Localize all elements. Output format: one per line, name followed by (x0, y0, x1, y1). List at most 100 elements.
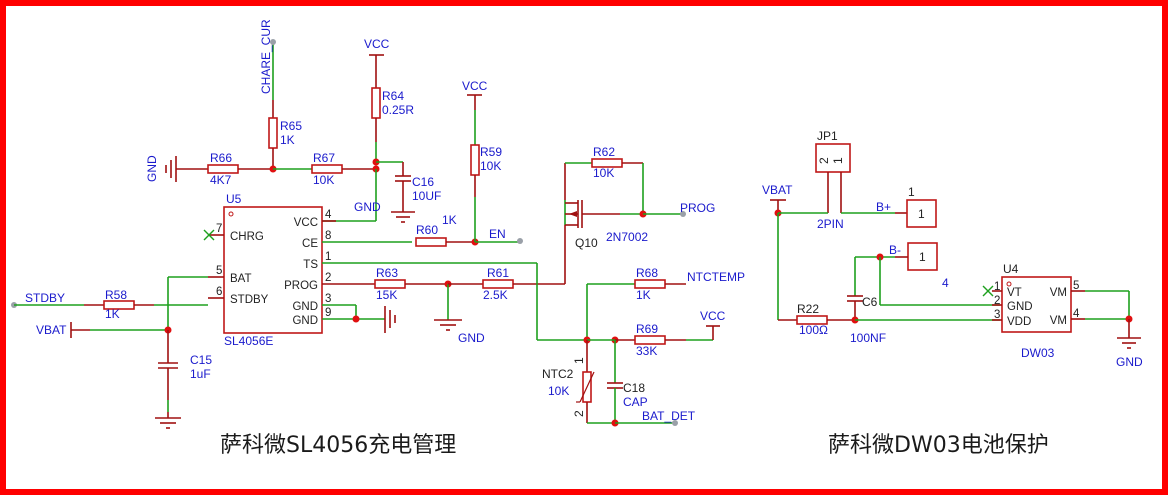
capacitor-C15: C15 1uF (155, 330, 212, 429)
pin-name: VM (1050, 315, 1067, 327)
R62-ref: R62 (593, 145, 615, 159)
U4-ref: U4 (1003, 262, 1019, 276)
R59-value: 10K (480, 159, 501, 173)
pin-name: PROG (284, 280, 318, 292)
R65-ref: R65 (280, 119, 302, 133)
en-label: EN (489, 227, 506, 241)
R66-ref: R66 (210, 151, 232, 165)
R67-value: 10K (313, 173, 334, 187)
pin-name: VDD (1007, 316, 1031, 328)
pin-name: GND (292, 315, 318, 327)
gnd-symbol-left: GND (145, 155, 208, 182)
pin-name: BAT (230, 273, 252, 285)
R60-value: 1K (442, 213, 457, 227)
C18-value: CAP (623, 395, 648, 409)
pin-name: STDBY (230, 294, 269, 306)
en-port[interactable] (517, 238, 523, 244)
vbat-symbol-left: VBAT (36, 322, 168, 338)
resistor-R60: R60 1K (415, 213, 475, 247)
bminus-ref: 4 (942, 276, 949, 290)
R69-value: 33K (636, 344, 657, 358)
bplus-ref: 1 (908, 185, 915, 199)
pin-name: GND (1007, 301, 1033, 313)
no-connect-icon (982, 285, 994, 297)
resistor-R62: R62 10K (591, 145, 644, 214)
pin-num: 9 (325, 307, 331, 319)
stdby-label: STDBY (25, 291, 65, 305)
JP1-value: 2PIN (817, 217, 844, 231)
resistor-R63: R63 15K (374, 266, 448, 302)
pin-num: 5 (216, 265, 222, 277)
R64-value: 0.25R (382, 103, 414, 117)
resistor-R59: R59 10K (470, 144, 502, 242)
pin-num: 5 (1073, 280, 1079, 292)
bplus-pin: 1 (918, 207, 925, 221)
NTC2-value: 10K (548, 384, 569, 398)
pin-num: 8 (325, 230, 331, 242)
pin-num: 1 (994, 281, 1000, 293)
vcc-label-3: VCC (700, 309, 726, 323)
R61-ref: R61 (487, 266, 509, 280)
NTC2-pin1: 1 (572, 357, 586, 364)
R63-ref: R63 (376, 266, 398, 280)
pin-name: GND (292, 301, 318, 313)
bminus-pin: 1 (919, 250, 926, 264)
JP1-pin1: 1 (831, 157, 845, 164)
capacitor-C18: C18 CAP (607, 340, 648, 423)
JP1-ref: JP1 (817, 129, 838, 143)
connector-bplus[interactable]: 1 1 (906, 185, 937, 228)
gnd-label-left: GND (145, 155, 159, 182)
connector-JP1[interactable]: 2 1 JP1 2PIN (815, 129, 851, 231)
gnd-label-u4: GND (1116, 355, 1143, 369)
C18-ref: C18 (623, 381, 645, 395)
capacitor-C16: C16 10UF (376, 161, 441, 223)
pin-name: VM (1050, 287, 1067, 299)
gnd-symbol-r63: GND (434, 284, 485, 345)
pin-num: 2 (325, 272, 331, 284)
C15-value: 1uF (190, 367, 211, 381)
R69-ref: R69 (636, 322, 658, 336)
pin-num: 3 (325, 293, 331, 305)
junction (352, 315, 360, 323)
pin-num: 7 (216, 223, 222, 235)
R58-ref: R58 (105, 288, 127, 302)
ntctemp-label: NTCTEMP (687, 270, 745, 284)
NTC2-pin2: 2 (572, 410, 586, 417)
vbat-label-right: VBAT (762, 183, 793, 197)
gnd-label-vcc: GND (354, 200, 381, 214)
R58-value: 1K (105, 307, 120, 321)
R66-value: 4K7 (210, 173, 232, 187)
R63-value: 15K (376, 288, 397, 302)
pin-num: 2 (994, 295, 1000, 307)
R65-value: 1K (280, 133, 295, 147)
prog-port[interactable] (680, 211, 686, 217)
vbat-symbol-right: VBAT (762, 183, 793, 213)
capacitor-C6: C6 100NF (847, 295, 886, 345)
pin-name: CHRG (230, 231, 264, 243)
ic-U4[interactable]: U4 DW03 1 VT 2 GND 3 VDD 5 VM 4 VM (992, 262, 1085, 360)
bat-det-port[interactable] (672, 420, 678, 426)
vbat-label-left: VBAT (36, 323, 67, 337)
bat-det-label: BAT_DET (642, 409, 696, 423)
chare-cur-port[interactable] (270, 39, 276, 45)
resistor-R64: R64 0.25R (371, 87, 414, 162)
R68-value: 1K (636, 288, 651, 302)
pin-num: 1 (325, 251, 331, 263)
title-sl4056: 萨科微SL4056充电管理 (220, 433, 456, 458)
gnd-symbol-u4: GND (1116, 319, 1143, 369)
connector-bminus[interactable]: 1 4 (907, 242, 949, 290)
JP1-pin2: 2 (817, 157, 831, 164)
chare-cur-net: CHARE_CUR (259, 19, 276, 100)
chare-cur-label: CHARE_CUR (259, 19, 273, 94)
resistor-R68: R68 1K NTCTEMP (586, 266, 745, 340)
resistor-R65: R65 1K (268, 100, 302, 169)
pin-num: 6 (216, 286, 222, 298)
resistor-R61: R61 2.5K (448, 266, 565, 302)
title-dw03: 萨科微DW03电池保护 (828, 433, 1049, 458)
ic-U5[interactable]: U5 SL4056E 7 CHRG 5 BAT 6 STDBY 4 VCC 8 … (208, 192, 537, 348)
NTC2-ref: NTC2 (542, 367, 574, 381)
R22-ref: R22 (797, 302, 819, 316)
gnd-symbol-u5 (384, 306, 396, 333)
resistor-R22: R22 100Ω (778, 302, 855, 337)
